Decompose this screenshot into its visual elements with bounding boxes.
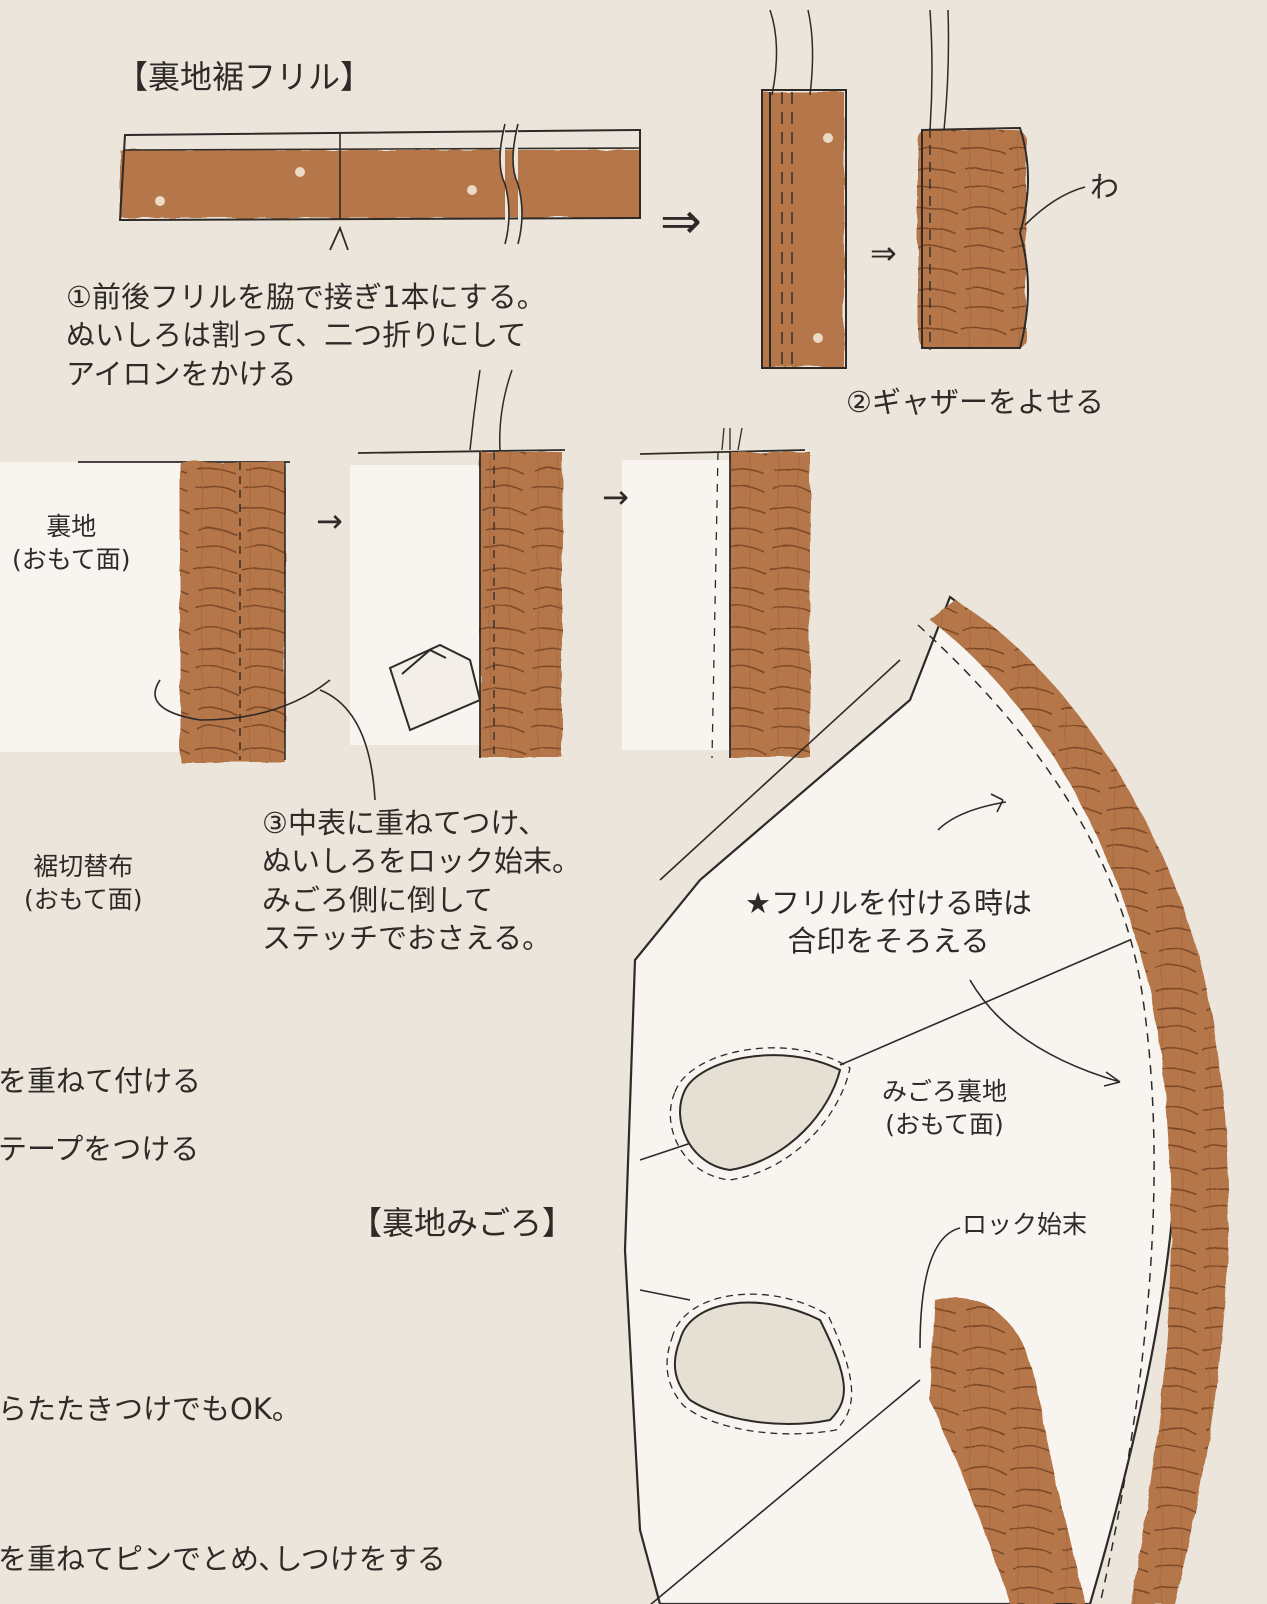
arrow-big: ⇒ — [660, 192, 702, 250]
armhole-upper — [679, 1054, 842, 1172]
partial-line-3: らたたきつけでもOK。 — [0, 1392, 301, 1426]
arrow-step3-2: → — [602, 478, 629, 516]
hem-face-label: 裾切替布 (おもて面) — [24, 852, 143, 914]
lining-face-label: 裏地 (おもて面) — [12, 512, 131, 574]
bodice-face-label: みごろ裏地 (おもて面) — [882, 1077, 1008, 1139]
lining-panel-3 — [622, 460, 734, 750]
arrow-step3-1: → — [316, 502, 343, 540]
fold-label: わ — [1090, 170, 1120, 204]
heading-hem-frill: 【裏地裾フリル】 — [116, 58, 373, 96]
partial-line-2: テープをつける — [0, 1132, 200, 1166]
step-2-text: ②ギャザーをよせる — [846, 385, 1104, 419]
step-3-text: ③中表に重ねてつけ、 ぬいしろをロック始末。 みごろ側に倒して ステッチでおさえ… — [262, 806, 582, 955]
star-note: ★フリルを付ける時は 合印をそろえる — [745, 886, 1032, 959]
armhole-lower — [673, 1301, 845, 1425]
arrow-small-1: ⇒ — [870, 234, 897, 272]
partial-line-1: を重ねて付ける — [0, 1064, 202, 1098]
partial-line-4: を重ねてピンでとめ､しつけをする — [0, 1542, 446, 1576]
step-1-text: ①前後フリルを脇で接ぎ1本にする。 ぬいしろは割って、二つ折りにして アイロンを… — [66, 280, 546, 391]
frill-strip — [120, 150, 640, 218]
overlock-label: ロック始末 — [962, 1210, 1088, 1239]
lining-panel-1 — [0, 462, 185, 752]
heading-bodice: 【裏地みごろ】 — [350, 1204, 575, 1242]
